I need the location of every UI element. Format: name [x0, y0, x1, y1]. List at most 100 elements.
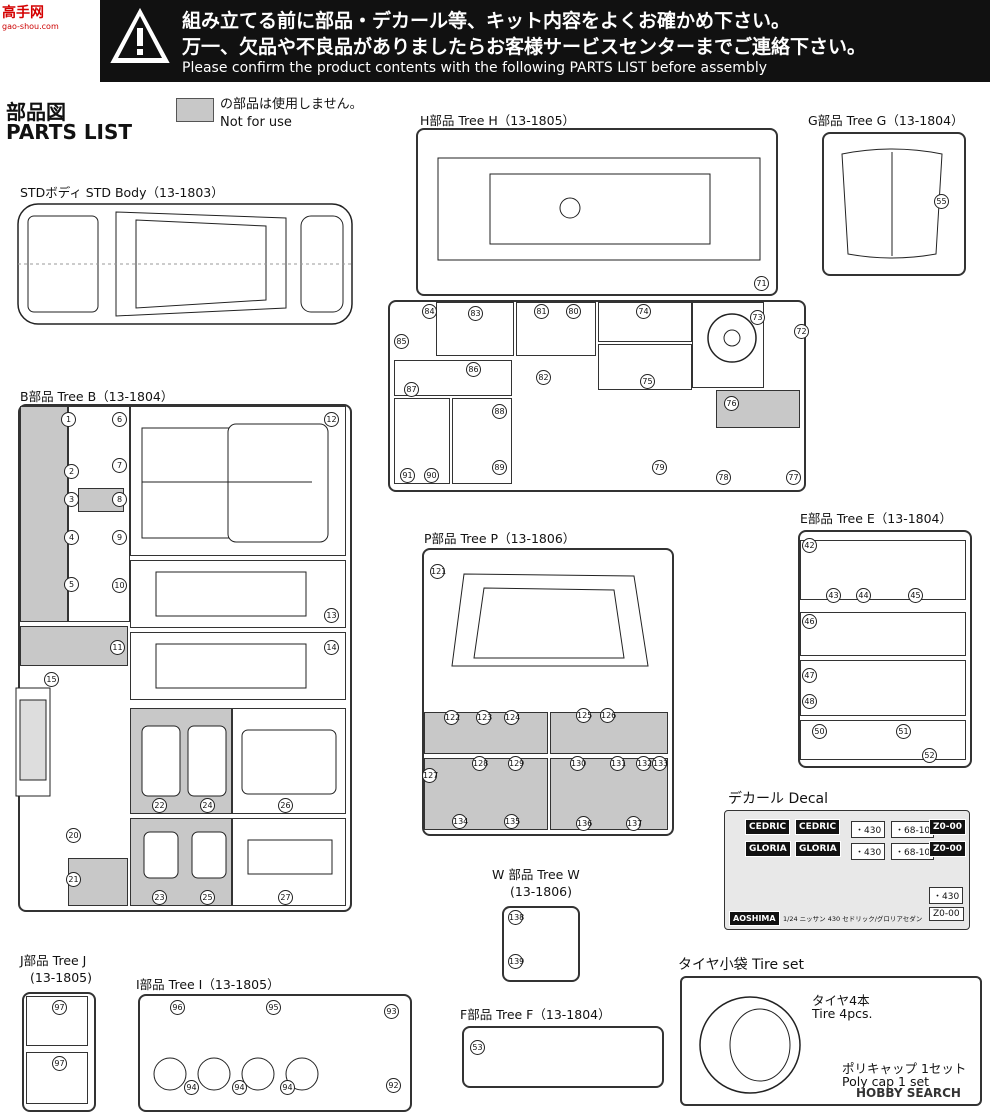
part-number-p-135: 135 — [504, 814, 520, 829]
decal-maker: AOSHIMA — [729, 911, 780, 926]
part-number-p-136: 136 — [576, 816, 592, 831]
decal-caption: 1/24 ニッサン 430 セドリック/グロリアセダン — [783, 915, 923, 923]
part-number-h-79: 79 — [652, 460, 667, 475]
tree-g-frame — [822, 132, 966, 276]
polycap-en: Poly cap 1 set — [842, 1074, 930, 1089]
warning-icon — [110, 8, 170, 63]
decal-plate-6: Z0-00 — [929, 841, 967, 857]
decal-brand-gloria-1: GLORIA — [745, 841, 791, 857]
tree-label-w-name: W 部品 Tree W — [492, 867, 580, 882]
tree-label-j-name: J部品 Tree J — [20, 953, 87, 968]
part-number-b-14: 14 — [324, 640, 339, 655]
heading-jp: 部品図 — [6, 100, 66, 124]
part-number-h-75: 75 — [640, 374, 655, 389]
notice-banner: 組み立てる前に部品・デカール等、キット内容をよくお確かめ下さい。 万一、欠品や不… — [100, 0, 990, 82]
decal-plate-4: ・430 — [851, 843, 886, 860]
polycap-jp: ポリキャップ 1セット — [842, 1061, 967, 1076]
part-number-p-127: 127 — [422, 768, 438, 783]
tree-p-frame — [422, 548, 674, 836]
part-number-b-23: 23 — [152, 890, 167, 905]
watermark-site: gao-shou.com — [2, 22, 59, 31]
tree-h-bottom-frame — [388, 300, 806, 492]
part-number-h-80: 80 — [566, 304, 581, 319]
tree-e-frame — [798, 530, 972, 768]
part-number-e-44: 44 — [856, 588, 871, 603]
not-used-en: Not for use — [220, 115, 292, 130]
part-number-b-13: 13 — [324, 608, 339, 623]
decal-plate-7: ・430 — [929, 887, 964, 904]
part-number-h-73: 73 — [750, 310, 765, 325]
tree-h-cell-81 — [516, 302, 596, 356]
part-number-b-6: 6 — [112, 412, 127, 427]
tire-count-en: Tire 4pcs. — [812, 1006, 873, 1021]
tree-j-cell-bottom — [26, 1052, 88, 1104]
tree-i-frame — [138, 994, 412, 1112]
part-number-p-133: 133 — [652, 756, 668, 771]
part-number-b-26: 26 — [278, 798, 293, 813]
not-used-swatch — [176, 98, 214, 122]
part-number-p-126: 126 — [600, 708, 616, 723]
part-number-e-47: 47 — [802, 668, 817, 683]
part-number-h-83: 83 — [468, 306, 483, 321]
decal-plate-1: ・430 — [851, 821, 886, 838]
part-number-e-51: 51 — [896, 724, 911, 739]
part-number-w-139: 139 — [508, 954, 524, 969]
part-number-b-4: 4 — [64, 530, 79, 545]
tree-h-top-frame — [416, 128, 778, 296]
tree-e-cell-50 — [800, 720, 966, 760]
part-number-h-76: 76 — [724, 396, 739, 411]
part-number-j-97: 97 — [52, 1056, 67, 1071]
part-number-i-94: 94 — [280, 1080, 295, 1095]
part-number-b-3: 3 — [64, 492, 79, 507]
decal-plate-5: ・68-10 — [891, 843, 935, 860]
tree-label-b: B部品 Tree B（13-1804） — [20, 389, 174, 404]
decal-plate-8: Z0-00 — [929, 907, 964, 921]
part-number-p-129: 129 — [508, 756, 524, 771]
part-number-h-81: 81 — [534, 304, 549, 319]
part-number-b-15: 15 — [44, 672, 59, 687]
std-body-drawing — [17, 203, 353, 325]
heading-en: PARTS LIST — [6, 120, 133, 144]
tree-label-j-code: (13-1805) — [30, 970, 92, 985]
part-number-i-92: 92 — [386, 1078, 401, 1093]
not-used-jp: の部品は使用しません。 — [220, 97, 363, 112]
decal-plate-3: Z0-00 — [929, 819, 967, 835]
part-number-h-74: 74 — [636, 304, 651, 319]
part-number-p-122: 122 — [444, 710, 460, 725]
part-number-e-45: 45 — [908, 588, 923, 603]
part-number-e-43: 43 — [826, 588, 841, 603]
part-number-p-121: 121 — [430, 564, 446, 579]
part-number-h-91: 91 — [400, 468, 415, 483]
part-number-i-96: 96 — [170, 1000, 185, 1015]
not-used-legend: の部品は使用しません。 Not for use — [220, 96, 363, 132]
tree-e-cell-42 — [800, 540, 966, 600]
part-number-i-94: 94 — [184, 1080, 199, 1095]
part-number-i-94: 94 — [232, 1080, 247, 1095]
tree-label-p: P部品 Tree P（13-1806） — [424, 531, 576, 546]
part-number-i-93: 93 — [384, 1004, 399, 1019]
part-number-h-78: 78 — [716, 470, 731, 485]
part-number-w-138: 138 — [508, 910, 524, 925]
tire-set-title: タイヤ小袋 Tire set — [678, 957, 804, 973]
tree-label-std-body: STDボディ STD Body（13-1803） — [20, 185, 224, 200]
tree-h-chassis-drawing — [437, 157, 761, 261]
part-number-b-8: 8 — [112, 492, 127, 507]
part-number-e-46: 46 — [802, 614, 817, 629]
part-number-e-42: 42 — [802, 538, 817, 553]
tree-f-frame — [462, 1026, 664, 1088]
part-number-g-55: 55 — [934, 194, 949, 209]
part-number-j-97: 97 — [52, 1000, 67, 1015]
tree-b-dash-drawings — [155, 571, 307, 689]
tree-e-cell-46 — [800, 612, 966, 656]
decal-sheet: CEDRIC CEDRIC GLORIA GLORIA ・430 ・68-10 … — [724, 810, 970, 930]
decal-brand-cedric-1: CEDRIC — [745, 819, 791, 835]
part-number-b-1: 1 — [61, 412, 76, 427]
part-number-b-25: 25 — [200, 890, 215, 905]
decal-plate-2: ・68-10 — [891, 821, 935, 838]
tree-g-hood-drawing — [841, 148, 943, 259]
part-number-h-72: 72 — [794, 324, 809, 339]
part-number-h-82: 82 — [536, 370, 551, 385]
tree-i-wheels-drawing — [153, 1057, 319, 1091]
notice-line-1: 組み立てる前に部品・デカール等、キット内容をよくお確かめ下さい。 — [182, 10, 791, 32]
part-number-h-87: 87 — [404, 382, 419, 397]
